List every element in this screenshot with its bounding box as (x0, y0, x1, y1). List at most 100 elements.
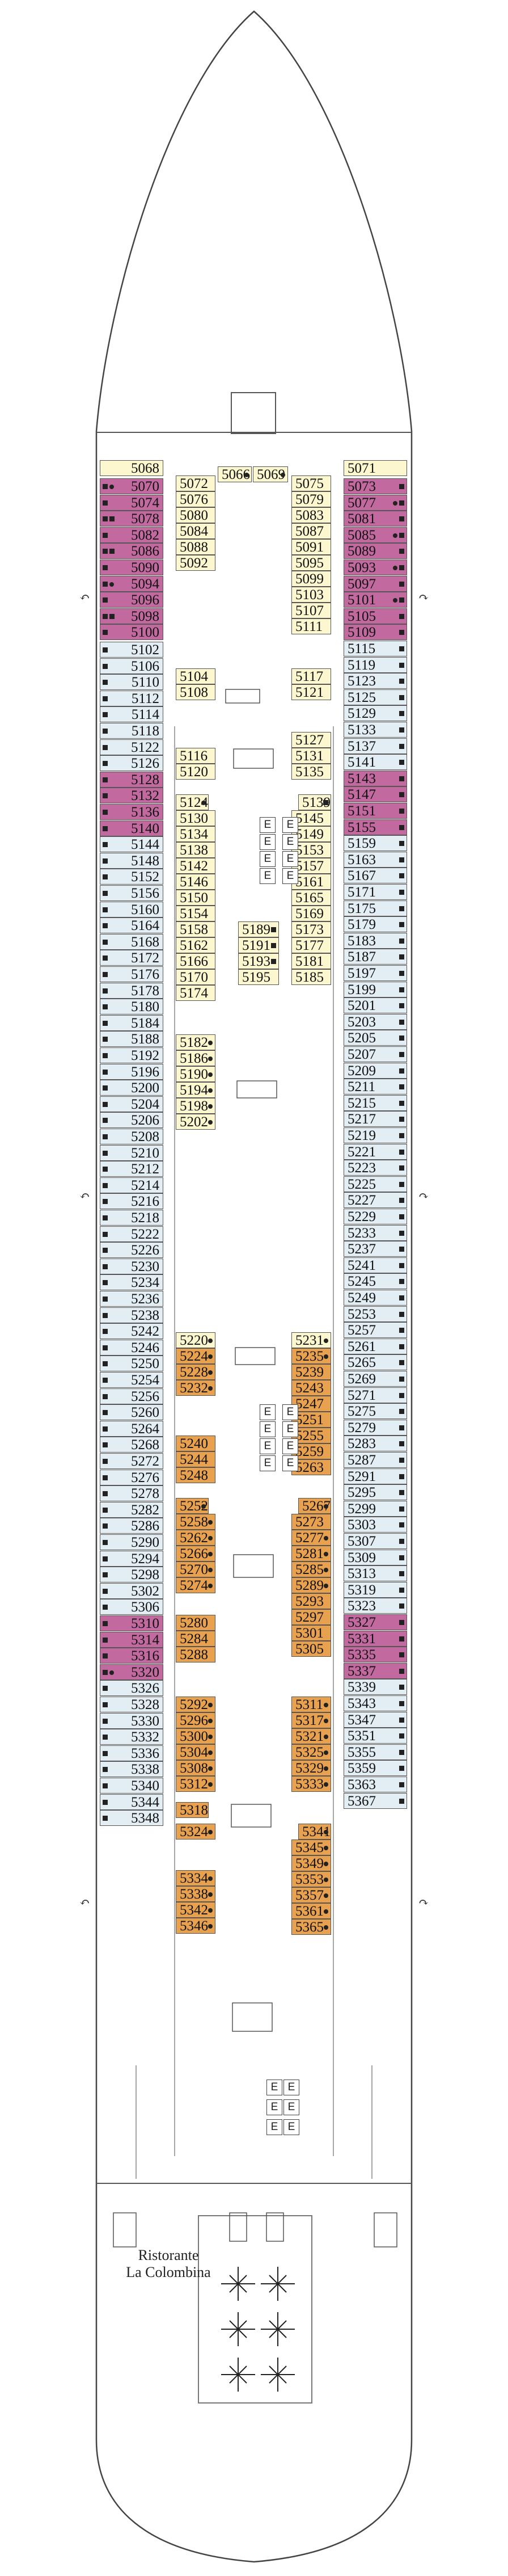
cabin-5094: 5094 (100, 575, 163, 592)
square-marker-icon (103, 956, 108, 961)
cabin-number: 5303 (348, 1517, 376, 1533)
cabin-5316: 5316 (100, 1648, 163, 1664)
square-marker-icon (399, 1230, 404, 1236)
cabin-number: 5300 (180, 1729, 208, 1744)
cabin-number: 5148 (131, 853, 159, 869)
cabin-number: 5118 (131, 723, 159, 739)
cabin-number: 5106 (131, 658, 159, 674)
square-marker-icon (399, 1749, 404, 1755)
cabin-5346: 5346 (176, 1918, 215, 1934)
square-marker-icon (103, 1101, 108, 1107)
cabin-5203: 5203 (344, 1013, 407, 1030)
cabin-number: 5134 (180, 827, 208, 842)
cabin-5100: 5100 (100, 624, 163, 641)
cabin-number: 5123 (348, 674, 376, 689)
cabin-5196: 5196 (100, 1063, 163, 1080)
cabin-number: 5130 (180, 811, 208, 826)
cabin-5307: 5307 (344, 1533, 407, 1549)
square-marker-icon (399, 1490, 404, 1496)
cabin-number: 5321 (295, 1729, 324, 1744)
square-marker-icon (103, 696, 108, 701)
cabin-5083: 5083 (291, 507, 331, 523)
cabin-number: 5316 (131, 1648, 159, 1664)
dot-marker-icon (324, 1846, 328, 1850)
cabin-5192: 5192 (100, 1047, 163, 1063)
cabin-5321: 5321 (291, 1728, 331, 1744)
cabin-5239: 5239 (291, 1364, 331, 1380)
cabin-number: 5332 (131, 1729, 159, 1745)
cabin-number: 5076 (180, 492, 208, 507)
cabin-number: 5178 (131, 983, 159, 999)
cabin-5140: 5140 (100, 820, 163, 836)
cabin-5363: 5363 (344, 1777, 407, 1792)
cabin-5277: 5277 (291, 1530, 331, 1546)
cabin-number: 5320 (131, 1664, 159, 1680)
cabin-5342: 5342 (176, 1902, 215, 1918)
cabin-5090: 5090 (100, 559, 163, 575)
dot-marker-icon (324, 1893, 328, 1898)
cabin-5361: 5361 (291, 1903, 331, 1919)
cabin-number: 5271 (348, 1387, 376, 1403)
square-marker-icon (103, 1637, 108, 1643)
cabin-number: 5348 (131, 1811, 159, 1826)
square-marker-icon (399, 1100, 404, 1106)
cabin-number: 5270 (180, 1562, 208, 1577)
cabin-5283: 5283 (344, 1436, 407, 1452)
square-marker-icon (103, 630, 108, 635)
cabin-5198: 5198 (176, 1098, 215, 1114)
cabin-number: 5351 (348, 1728, 376, 1744)
cabin-number: 5168 (131, 934, 159, 950)
elevator-icon: E (283, 2080, 299, 2095)
cabin-5205: 5205 (344, 1030, 407, 1046)
cabin-number: 5311 (295, 1697, 324, 1712)
square-marker-icon (399, 906, 404, 911)
cabin-number: 5173 (295, 922, 324, 937)
cabin-number: 5367 (348, 1793, 376, 1809)
cabin-number: 5193 (242, 954, 270, 969)
cabin-number: 5249 (348, 1290, 376, 1306)
cabin-5179: 5179 (344, 916, 407, 933)
cabin-number: 5185 (295, 970, 324, 985)
square-marker-icon (103, 1345, 108, 1350)
cabin-5261: 5261 (344, 1338, 407, 1354)
cabin-5282: 5282 (100, 1501, 163, 1518)
cabin-number: 5264 (131, 1421, 159, 1437)
cabin-number: 5230 (131, 1258, 159, 1274)
cabin-5107: 5107 (291, 603, 331, 618)
cabin-number: 5147 (348, 787, 376, 803)
cabin-5137: 5137 (344, 738, 407, 754)
square-marker-icon (399, 613, 404, 619)
cabin-number: 5126 (131, 756, 159, 772)
cabin-number: 5140 (131, 820, 159, 836)
cabin-number: 5334 (180, 1871, 208, 1886)
cabin-number: 5246 (131, 1340, 159, 1356)
square-marker-icon (399, 1311, 404, 1317)
dot-marker-icon (324, 1719, 328, 1723)
cabin-number: 5317 (295, 1713, 324, 1728)
square-marker-icon (103, 484, 108, 489)
cabin-5309: 5309 (344, 1549, 407, 1565)
stairs-icon (113, 689, 397, 2247)
square-marker-icon (399, 873, 404, 879)
cabin-5292: 5292 (176, 1697, 215, 1712)
cabin-5284: 5284 (176, 1631, 215, 1647)
cabin-number: 5229 (348, 1209, 376, 1224)
cabin-number: 5338 (180, 1887, 208, 1902)
square-marker-icon (103, 1556, 108, 1561)
square-marker-icon (103, 1020, 108, 1026)
elevator-icon: E (260, 834, 276, 850)
cabin-5160: 5160 (100, 901, 163, 917)
dot-marker-icon (208, 1370, 213, 1375)
cabin-number: 5257 (348, 1323, 376, 1338)
cabin-5132: 5132 (100, 788, 163, 804)
cabin-number: 5299 (348, 1501, 376, 1517)
cabin-number: 5081 (348, 511, 376, 527)
cabin-5085: 5085 (344, 527, 407, 543)
square-marker-icon (323, 800, 328, 805)
cabin-5273: 5273 (291, 1514, 331, 1530)
cabin-number: 5150 (180, 890, 208, 906)
square-marker-icon (103, 1621, 108, 1626)
cabin-5075: 5075 (291, 475, 331, 491)
cabin-number: 5078 (131, 511, 159, 527)
square-marker-icon (399, 1360, 404, 1366)
